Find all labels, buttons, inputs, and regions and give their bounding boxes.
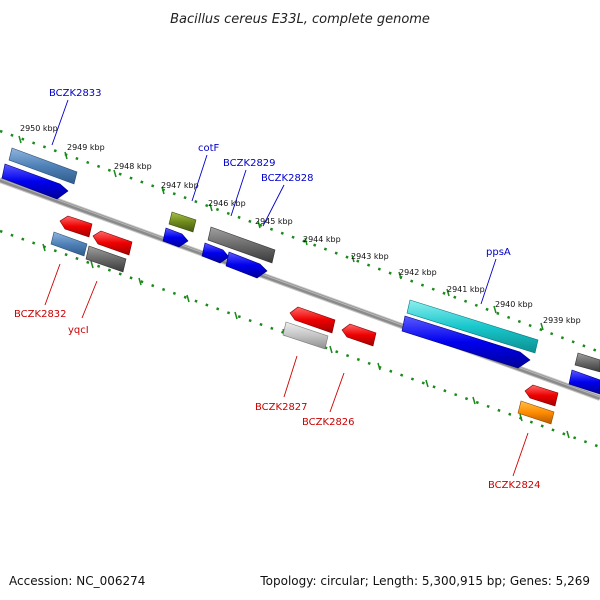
top-callout-lines <box>51 99 497 305</box>
forward-arrows <box>1 163 600 395</box>
gene-cotf-feature[interactable] <box>168 211 197 233</box>
gene-label-bczk2828[interactable]: BCZK2828 <box>261 173 314 184</box>
forward-arrow[interactable] <box>401 315 531 369</box>
tick-label: 2948 kbp <box>114 162 152 171</box>
inner-ticks <box>42 243 570 439</box>
tick-label: 2949 kbp <box>67 143 105 152</box>
gene-bczk2827-feature[interactable] <box>282 321 329 350</box>
gene-label-bczk2829[interactable]: BCZK2829 <box>223 158 276 169</box>
forward-arrow[interactable] <box>568 369 600 395</box>
gene-label-bczk2824[interactable]: BCZK2824 <box>488 480 541 491</box>
gene-label-bczk2826[interactable]: BCZK2826 <box>302 417 355 428</box>
tick-label: 2939 kbp <box>543 316 581 325</box>
genome-summary-text: Topology: circular; Length: 5,300,915 bp… <box>259 574 590 588</box>
outer-ticks <box>18 135 544 331</box>
tick-label: 2946 kbp <box>208 199 246 208</box>
tick-label: 2940 kbp <box>495 300 533 309</box>
reverse-arrow[interactable] <box>289 306 336 334</box>
reverse-arrow[interactable] <box>59 215 93 238</box>
tick-label: 2941 kbp <box>447 285 485 294</box>
tick-label: 2947 kbp <box>161 181 199 190</box>
gene-bczk2833-feature[interactable] <box>8 147 78 185</box>
map-title: Bacillus cereus E33L, complete genome <box>170 12 430 27</box>
gene-edge-feature[interactable] <box>574 352 600 373</box>
gene-yqci-feature[interactable] <box>85 245 127 273</box>
gene-label-cotf[interactable]: cotF <box>198 143 220 154</box>
gene-label-bczk2827[interactable]: BCZK2827 <box>255 402 308 413</box>
bottom-gene-labels: BCZK2832 yqcI BCZK2827 BCZK2826 BCZK2824 <box>14 309 541 491</box>
tick-labels: 2950 kbp 2949 kbp 2948 kbp 2947 kbp 2946… <box>20 124 581 325</box>
tick-label: 2950 kbp <box>20 124 58 133</box>
gene-label-bczk2832[interactable]: BCZK2832 <box>14 309 67 320</box>
gene-label-yqci[interactable]: yqcI <box>68 325 89 336</box>
top-gene-labels: BCZK2833 cotF BCZK2829 BCZK2828 ppsA <box>49 88 511 258</box>
gene-label-bczk2833[interactable]: BCZK2833 <box>49 88 102 99</box>
gene-ppsa-feature[interactable] <box>406 299 539 354</box>
forward-arrow[interactable] <box>201 242 230 264</box>
inner-features <box>50 231 555 425</box>
reverse-arrow[interactable] <box>92 230 133 256</box>
forward-arrow[interactable] <box>225 251 268 279</box>
reverse-arrow[interactable] <box>524 384 559 407</box>
tick-label: 2945 kbp <box>255 217 293 226</box>
tick-label: 2942 kbp <box>399 268 437 277</box>
reverse-arrows <box>59 215 559 407</box>
forward-arrow[interactable] <box>162 227 189 248</box>
accession-text: Accession: NC_006274 <box>9 574 145 588</box>
forward-arrow[interactable] <box>1 163 69 200</box>
outer-features <box>8 147 600 373</box>
gene-bczk2832-feature[interactable] <box>50 231 88 257</box>
bottom-callout-lines <box>44 263 529 477</box>
gene-bczk2829-feature[interactable] <box>207 226 276 264</box>
tick-label: 2943 kbp <box>351 252 389 261</box>
gene-label-ppsa[interactable]: ppsA <box>486 247 511 258</box>
reverse-arrow[interactable] <box>341 323 377 347</box>
gene-bczk2824-feature[interactable] <box>517 400 555 425</box>
tick-label: 2944 kbp <box>303 235 341 244</box>
